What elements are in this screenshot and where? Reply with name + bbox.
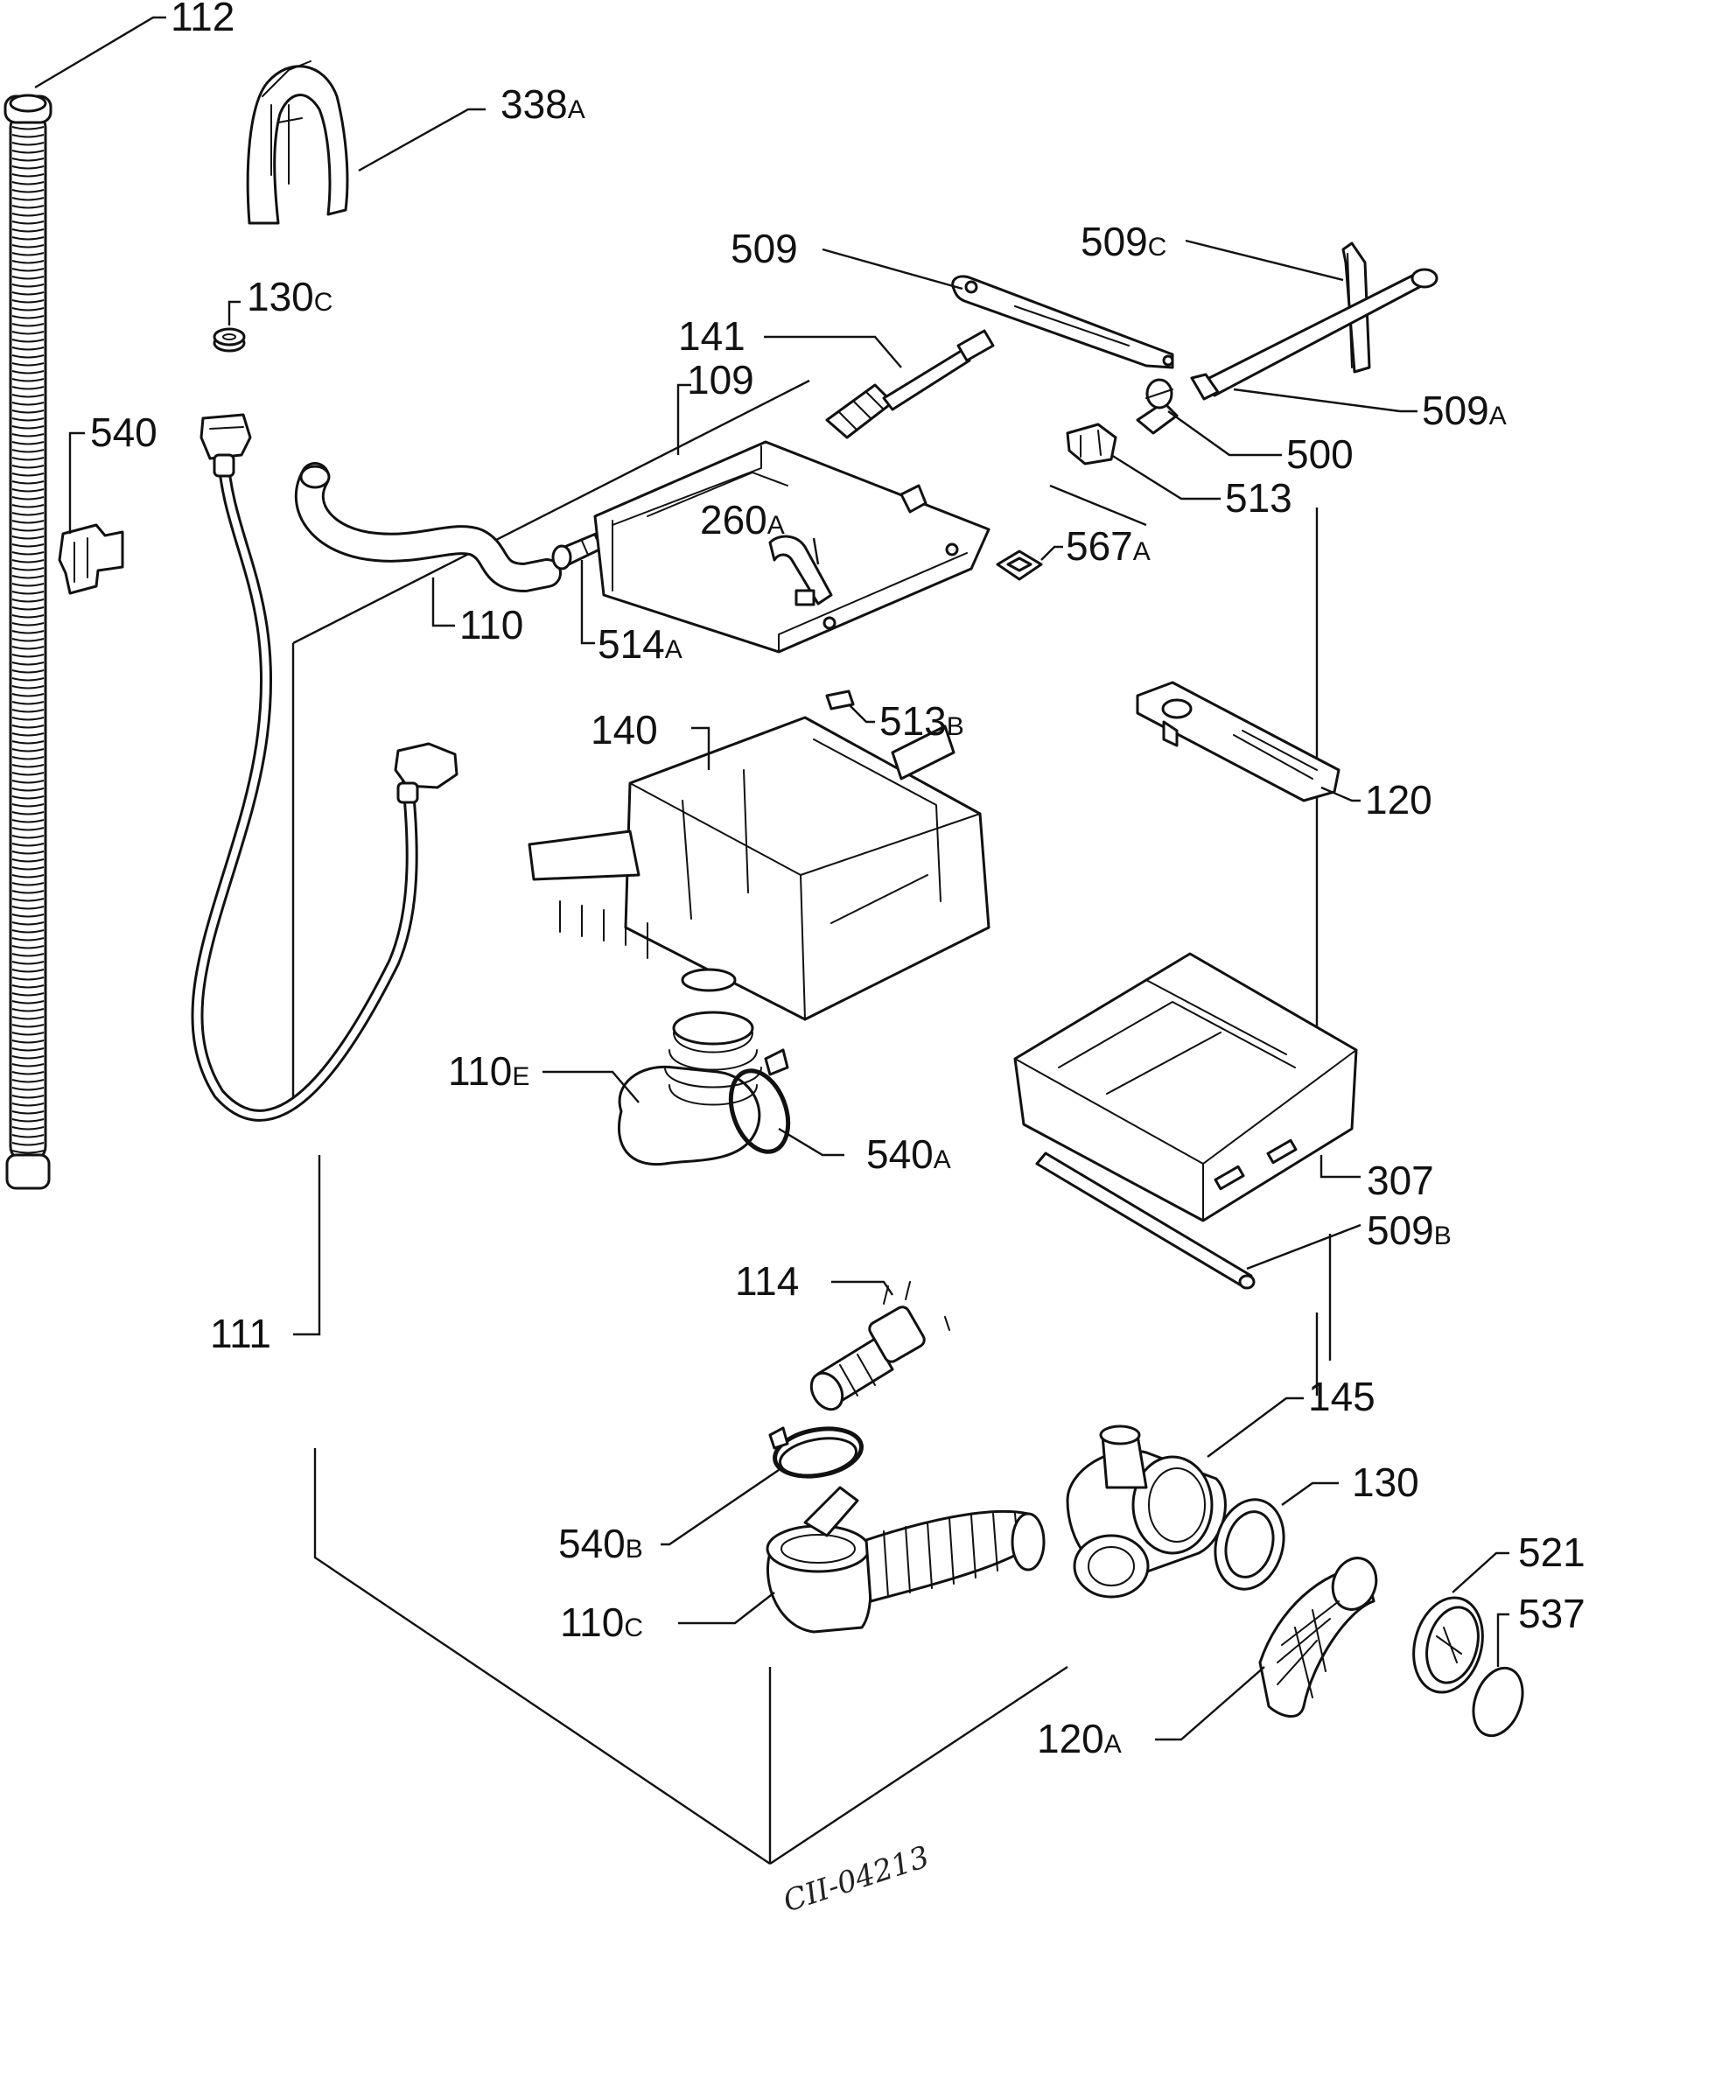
label-114: 114 xyxy=(735,1258,799,1304)
label-141: 141 xyxy=(678,313,746,359)
label-521: 521 xyxy=(1518,1530,1586,1575)
label-537: 537 xyxy=(1518,1591,1586,1636)
part-140-dispenser-housing xyxy=(528,716,990,1021)
part-509-lever xyxy=(951,275,1174,369)
part-500-valve xyxy=(1136,378,1179,435)
label-112: 112 xyxy=(171,0,234,39)
label-307: 307 xyxy=(1367,1158,1434,1203)
label-540A: 540A xyxy=(866,1131,951,1177)
label-509B: 509B xyxy=(1367,1208,1452,1253)
part-540B-clamp xyxy=(768,1426,864,1479)
part-110C-sump-hose xyxy=(766,1486,1046,1634)
label-338A: 338A xyxy=(500,81,585,127)
label-260A: 260A xyxy=(700,497,785,542)
label-567A: 567A xyxy=(1066,523,1151,569)
part-513B-clip xyxy=(825,690,855,710)
label-513: 513 xyxy=(1225,475,1292,521)
part-509B-rod xyxy=(1035,1152,1256,1290)
part-513-bracket xyxy=(1066,423,1117,466)
label-540: 540 xyxy=(90,410,158,455)
label-509: 509 xyxy=(731,226,798,271)
part-540-clamp xyxy=(58,523,124,595)
part-130-ring xyxy=(1214,1498,1285,1591)
label-500: 500 xyxy=(1286,431,1354,477)
leader-lines xyxy=(34,16,1509,1741)
part-120-drawer-handle xyxy=(1136,681,1340,802)
part-130C-washer xyxy=(213,327,246,353)
label-540B: 540B xyxy=(558,1521,643,1566)
drawing-code: CII-04213 xyxy=(779,1839,933,1919)
part-141-valve xyxy=(825,329,995,439)
part-567A-cap xyxy=(996,550,1043,581)
part-338A-hose-guide xyxy=(246,60,349,225)
label-120: 120 xyxy=(1365,777,1432,822)
label-110E: 110E xyxy=(448,1048,529,1094)
part-110-hose xyxy=(294,462,562,592)
label-111: 111 xyxy=(210,1311,271,1356)
part-307-detergent-drawer xyxy=(1013,952,1358,1222)
label-109: 109 xyxy=(687,357,754,402)
part-537-seal xyxy=(1472,1666,1524,1738)
label-120A: 120A xyxy=(1037,1716,1122,1761)
label-509A: 509A xyxy=(1422,388,1507,433)
label-110: 110 xyxy=(459,602,523,648)
label-514A: 514A xyxy=(598,621,682,667)
part-145-pump-housing xyxy=(1066,1424,1227,1599)
part-labels: 112 338A 130C 540 509 509C 141 109 509A … xyxy=(90,0,1586,1761)
label-130C: 130C xyxy=(247,274,332,319)
label-140: 140 xyxy=(591,707,658,752)
label-130: 130 xyxy=(1352,1460,1419,1505)
part-111-inlet-hose xyxy=(191,413,458,1122)
label-509C: 509C xyxy=(1081,219,1166,264)
label-145: 145 xyxy=(1308,1374,1376,1419)
part-114-fitting xyxy=(809,1281,950,1411)
part-540A-clamp xyxy=(728,1048,791,1154)
label-513B: 513B xyxy=(879,698,964,744)
part-120A-filter xyxy=(1258,1557,1378,1718)
part-109-mounting-plate xyxy=(593,440,990,654)
label-110C: 110C xyxy=(560,1600,643,1645)
part-509A-rod xyxy=(1190,268,1438,401)
part-521-filter-cap xyxy=(1412,1596,1484,1694)
part-110E-bellows xyxy=(617,1011,762,1166)
part-112-corrugated-hose xyxy=(4,94,52,1190)
